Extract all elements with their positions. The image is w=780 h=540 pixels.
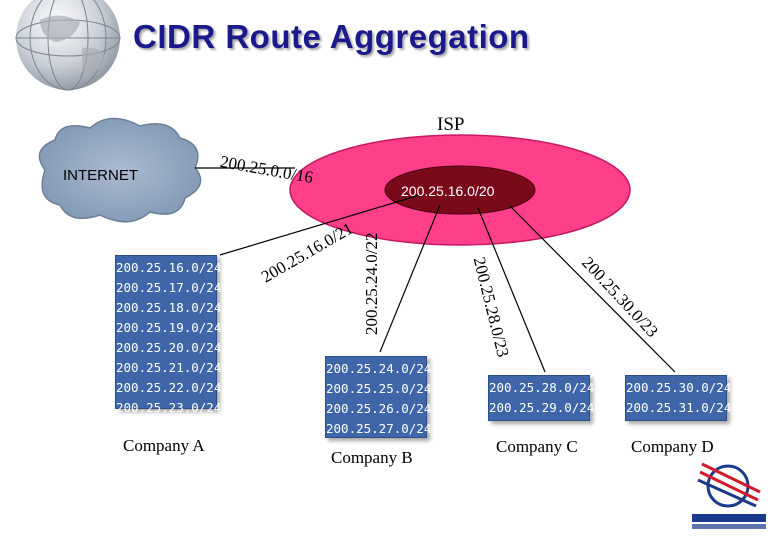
company-a-label: Company A: [123, 436, 205, 455]
isp-inner-ellipse: [384, 165, 536, 215]
internet-label: INTERNET: [63, 167, 138, 184]
network-entry: 200.25.28.0/24: [489, 380, 595, 395]
link-company-d: [509, 205, 676, 373]
network-entry: 200.25.17.0/24: [116, 280, 222, 295]
company-d-networks: 200.25.30.0/24 200.25.31.0/24: [625, 375, 732, 421]
company-c-label: Company C: [496, 437, 578, 456]
link-company-b: [379, 204, 441, 353]
link-b-label: 200.25.24.0/22: [362, 232, 381, 335]
cat-telecom-logo: [692, 462, 766, 529]
globe-icon: [15, 0, 121, 91]
company-c-networks: 200.25.28.0/24 200.25.29.0/24: [488, 375, 595, 421]
company-d-label: Company D: [631, 437, 714, 456]
network-entry: 200.25.20.0/24: [116, 340, 222, 355]
page-title: CIDR Route Aggregation: [133, 18, 530, 55]
network-entry: 200.25.21.0/24: [116, 360, 222, 375]
network-entry: 200.25.16.0/24: [116, 260, 222, 275]
network-entry: 200.25.18.0/24: [116, 300, 222, 315]
isp-block-label: 200.25.16.0/20: [401, 183, 495, 199]
network-entry: 200.25.30.0/24: [626, 380, 732, 395]
isp-label: ISP: [437, 114, 465, 135]
network-entry: 200.25.19.0/24: [116, 320, 222, 335]
company-b-networks: 200.25.24.0/24 200.25.25.0/24 200.25.26.…: [325, 356, 432, 438]
network-entry: 200.25.25.0/24: [326, 381, 432, 396]
company-b-label: Company B: [331, 448, 413, 467]
link-company-a: [219, 194, 421, 256]
network-entry: 200.25.26.0/24: [326, 401, 432, 416]
network-entry: 200.25.24.0/24: [326, 361, 432, 376]
link-company-c: [477, 207, 546, 373]
network-entry: 200.25.22.0/24: [116, 380, 222, 395]
network-entry: 200.25.27.0/24: [326, 421, 432, 436]
network-entry: 200.25.29.0/24: [489, 400, 595, 415]
network-entry: 200.25.31.0/24: [626, 400, 732, 415]
company-a-networks: 200.25.16.0/24 200.25.17.0/24 200.25.18.…: [115, 255, 222, 415]
network-entry: 200.25.23.0/24: [116, 400, 222, 415]
